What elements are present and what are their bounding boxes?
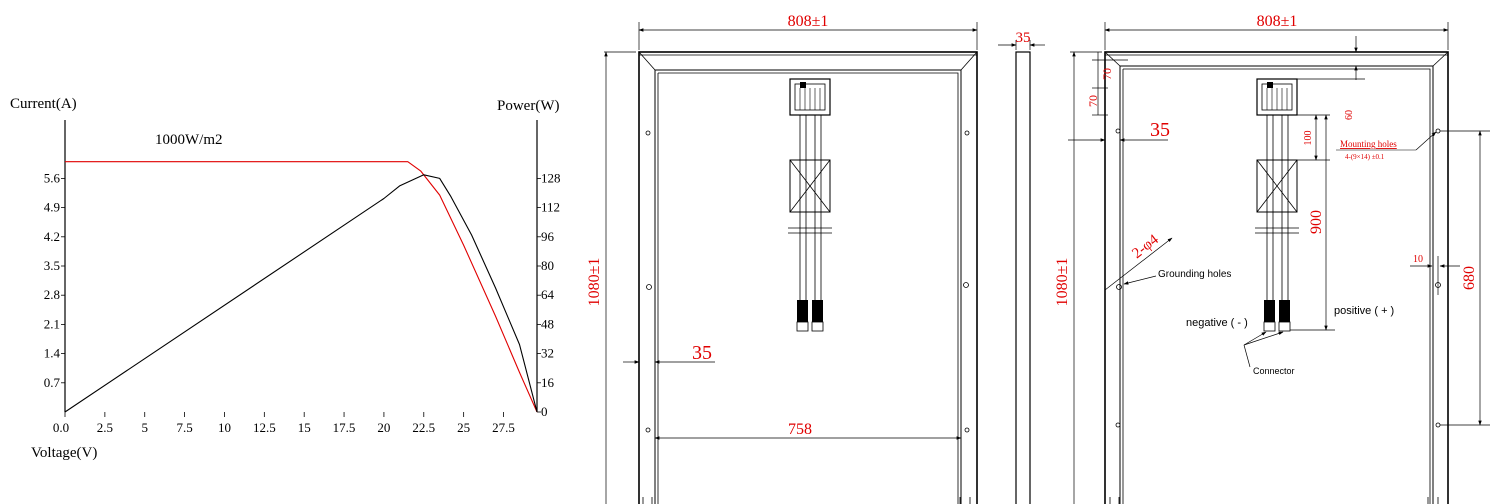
front-frame-label: 35 [692, 342, 712, 364]
current-curve-line [65, 161, 538, 413]
dim-10: 10 [1413, 254, 1423, 265]
x-axis-ticks: 0.0 2.5 5 7.5 10 12.5 15 17.5 20 22.5 25 27.5 [53, 412, 515, 435]
x-tick-label: 25 [457, 420, 470, 435]
positive-label: positive ( + ) [1334, 305, 1394, 317]
dim-900: 900 [1308, 210, 1325, 234]
negative-label: negative ( - ) [1186, 317, 1248, 329]
x-tick-label: 15 [298, 420, 311, 435]
x-tick-label: 7.5 [176, 420, 192, 435]
y-right-tick-label: 80 [541, 258, 554, 273]
y-right-axis-label: Power(W) [497, 98, 559, 114]
dim-680: 680 [1461, 266, 1478, 290]
y-left-tick-label: 2.8 [44, 287, 60, 302]
side-thickness-label: 35 [1016, 30, 1031, 46]
x-tick-label: 17.5 [333, 420, 356, 435]
front-connectors [796, 300, 824, 332]
module-back-view: 808±1 1080±1 70 70 35 60 100 900 Mountin… [1054, 13, 1490, 504]
x-tick-label: 20 [377, 420, 390, 435]
front-height-label: 1080±1 [586, 258, 603, 307]
module-side-view: 35 [998, 30, 1045, 504]
back-frame-label: 35 [1150, 119, 1170, 141]
y-left-tick-label: 4.9 [44, 200, 60, 215]
y-left-tick-label: 4.2 [44, 229, 60, 244]
y-left-tick-label: 5.6 [44, 170, 61, 185]
y-left-tick-label: 2.1 [44, 316, 60, 331]
back-height-label: 1080±1 [1054, 258, 1071, 307]
iv-curve-chart: Current(A) Power(W) 1000W/m2 Voltage(V) … [10, 96, 561, 461]
x-axis-label: Voltage(V) [31, 445, 97, 461]
x-tick-label: 22.5 [412, 420, 435, 435]
dim-100: 100 [1303, 131, 1314, 146]
y-left-tick-label: 3.5 [44, 258, 60, 273]
y-right-tick-label: 96 [541, 229, 555, 244]
back-width-label: 808±1 [1257, 13, 1298, 30]
x-tick-label: 12.5 [253, 420, 276, 435]
y-right-axis-ticks: 128 112 96 80 64 48 32 16 0 [537, 170, 561, 419]
y-left-tick-label: 1.4 [44, 346, 61, 361]
x-tick-label: 2.5 [97, 420, 113, 435]
y-left-tick-label: 0.7 [44, 375, 61, 390]
back-outer-frame [1104, 51, 1449, 504]
y-right-tick-label: 32 [541, 346, 554, 361]
grounding-diameter-label: 2-φ4 [1129, 231, 1162, 262]
front-inner-width-label: 758 [788, 421, 812, 438]
back-connectors [1263, 300, 1291, 332]
side-profile [1015, 51, 1031, 504]
y-right-tick-label: 128 [541, 170, 561, 185]
chart-series [64, 161, 538, 413]
x-tick-label: 10 [218, 420, 231, 435]
power-curve-line [64, 174, 538, 413]
dim-60: 60 [1344, 110, 1355, 120]
y-right-tick-label: 64 [541, 287, 555, 302]
x-tick-label: 27.5 [492, 420, 515, 435]
y-left-axis-label: Current(A) [10, 96, 77, 112]
mounting-holes-spec: 4-(9×14) ±0.1 [1345, 153, 1385, 161]
y-right-tick-label: 112 [541, 200, 560, 215]
y-left-axis-ticks: 5.6 4.9 4.2 3.5 2.8 2.1 1.4 0.7 [44, 170, 65, 390]
y-right-tick-label: 16 [541, 375, 555, 390]
y-right-tick-label: 0 [541, 404, 548, 419]
x-tick-label: 5 [141, 420, 148, 435]
connector-label: Connector [1253, 366, 1295, 376]
front-width-label: 808±1 [788, 13, 829, 30]
front-outer-frame [638, 51, 978, 504]
mounting-holes-title: Mounting holes [1340, 139, 1397, 149]
module-front-view: 808±1 1080±1 35 758 [586, 13, 978, 504]
x-tick-label: 0.0 [53, 420, 69, 435]
front-junction-box [789, 78, 831, 116]
back-junction-box [1256, 78, 1298, 116]
front-inner-frame [654, 69, 962, 504]
dim-70-lower: 70 [1086, 95, 1100, 107]
y-right-tick-label: 48 [541, 316, 554, 331]
dim-70-upper: 70 [1100, 68, 1114, 80]
irradiance-annotation: 1000W/m2 [155, 132, 223, 148]
grounding-holes-label: Grounding holes [1158, 269, 1231, 280]
